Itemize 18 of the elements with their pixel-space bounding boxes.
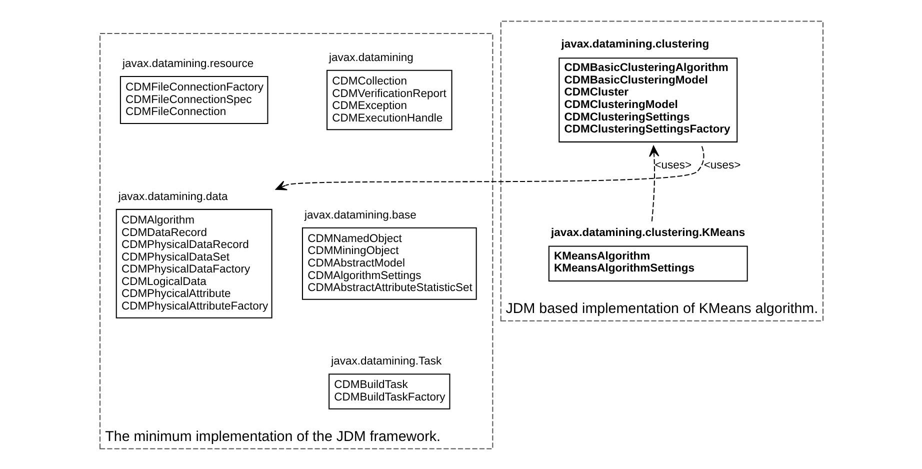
edge-label: <uses> — [703, 158, 740, 171]
node-box: CDMNamedObject CDMMiningObject CDMAbstractModel CDMAlgorithmSettings CDMAbstractAttributeStatisticSet — [301, 226, 476, 300]
node-label: javax.datamining.base — [304, 208, 416, 221]
arrow — [274, 146, 704, 190]
node-label: javax.datamining — [328, 51, 413, 64]
node-label: javax.datamining.clustering — [560, 38, 709, 50]
node-box: CDMAlgorithm CDMDataRecord CDMPhysicalDataRecord CDMPhysicalDataSet CDMPhysicalDataFactory CDMLogicalData CDMPhycicalAttribute CDMPhysicalAttributeFactory — [115, 208, 272, 318]
node-box: CDMBuildTask CDMBuildTaskFactory — [328, 373, 450, 409]
node-label: javax.datamining.resource — [122, 58, 254, 70]
node-box: KMeansAlgorithm KMeansAlgorithmSettings — [548, 245, 748, 282]
node-label: javax.datamining.data — [118, 190, 228, 203]
node-label: javax.datamining.Task — [330, 355, 442, 368]
node-box: CDMFileConnectionFactory CDMFileConnectionSpec CDMFileConnection — [119, 75, 268, 124]
node-box: CDMCollection CDMVerificationReport CDMException CDMExecutionHandle — [326, 69, 452, 130]
node-label: javax.datamining.clustering.KMeans — [550, 226, 745, 238]
node-box: CDMBasicClusteringAlgorithm CDMBasicClusteringModel CDMCluster CDMClusteringModel CDMClusteringSettings CDMClusteringSettingsFactory — [558, 57, 738, 142]
arrow — [648, 145, 659, 221]
edge-label: <uses> — [654, 158, 692, 171]
